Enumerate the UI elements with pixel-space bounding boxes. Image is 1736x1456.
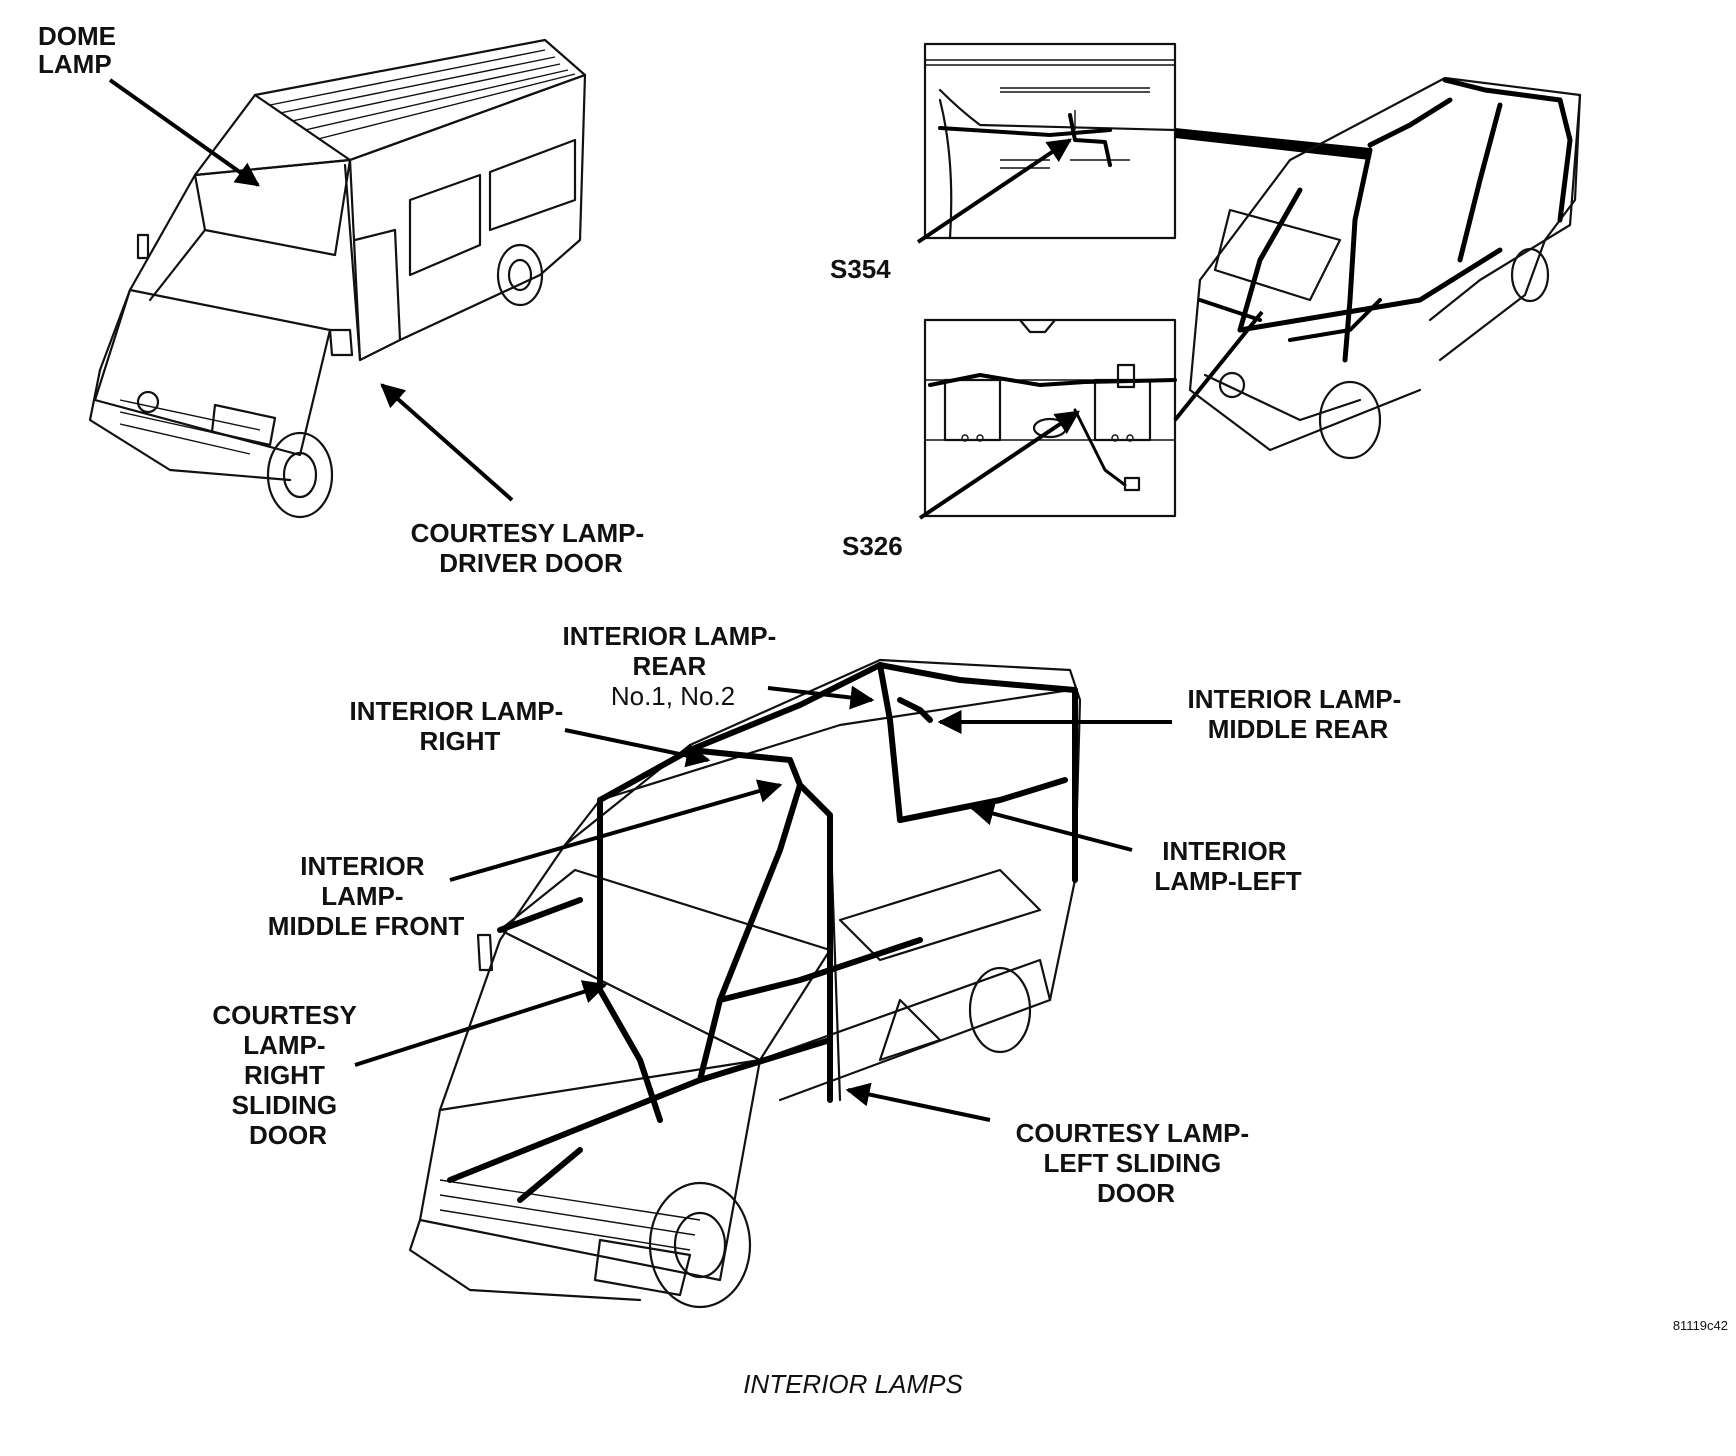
courtesy-lamp-left-sliding-label: COURTESY LAMP- LEFT SLIDING DOOR <box>1016 1118 1257 1208</box>
bottom-leaders <box>354 685 1172 1122</box>
s326-leader <box>918 410 1080 520</box>
splice-s326-inset <box>923 318 1177 518</box>
interior-lamp-rear-label: INTERIOR LAMP- REAR No.1, No.2 <box>563 621 784 711</box>
van-exterior-illustration <box>88 38 587 519</box>
interior-lamp-middle-front-label: INTERIOR LAMP- MIDDLE FRONT <box>268 851 465 941</box>
interior-lamp-middle-rear-label: INTERIOR LAMP- MIDDLE REAR <box>1188 684 1409 744</box>
courtesy-driver-door-leader <box>380 383 514 502</box>
splice-s326-label: S326 <box>842 531 903 561</box>
figure-id: 81119c42 <box>1673 1318 1728 1333</box>
van-harness-overview <box>1188 76 1582 460</box>
courtesy-driver-door-label: COURTESY LAMP- DRIVER DOOR <box>411 518 652 578</box>
figure-caption: INTERIOR LAMPS <box>743 1369 963 1399</box>
dome-lamp-leader <box>108 78 260 187</box>
inset-callout-beam-upper <box>1175 128 1370 160</box>
splice-s354-label: S354 <box>830 254 891 284</box>
s354-leader <box>916 138 1072 244</box>
dome-lamp-label: DOME LAMP <box>38 21 123 79</box>
van-wiring-main <box>408 658 1082 1309</box>
courtesy-lamp-right-sliding-label: COURTESY LAMP- RIGHT SLIDING DOOR <box>212 1000 363 1150</box>
interior-lamp-left-label: INTERIOR LAMP-LEFT <box>1154 836 1301 896</box>
splice-s354-inset <box>923 42 1177 240</box>
interior-lamp-right-label: INTERIOR LAMP- RIGHT <box>350 696 571 756</box>
